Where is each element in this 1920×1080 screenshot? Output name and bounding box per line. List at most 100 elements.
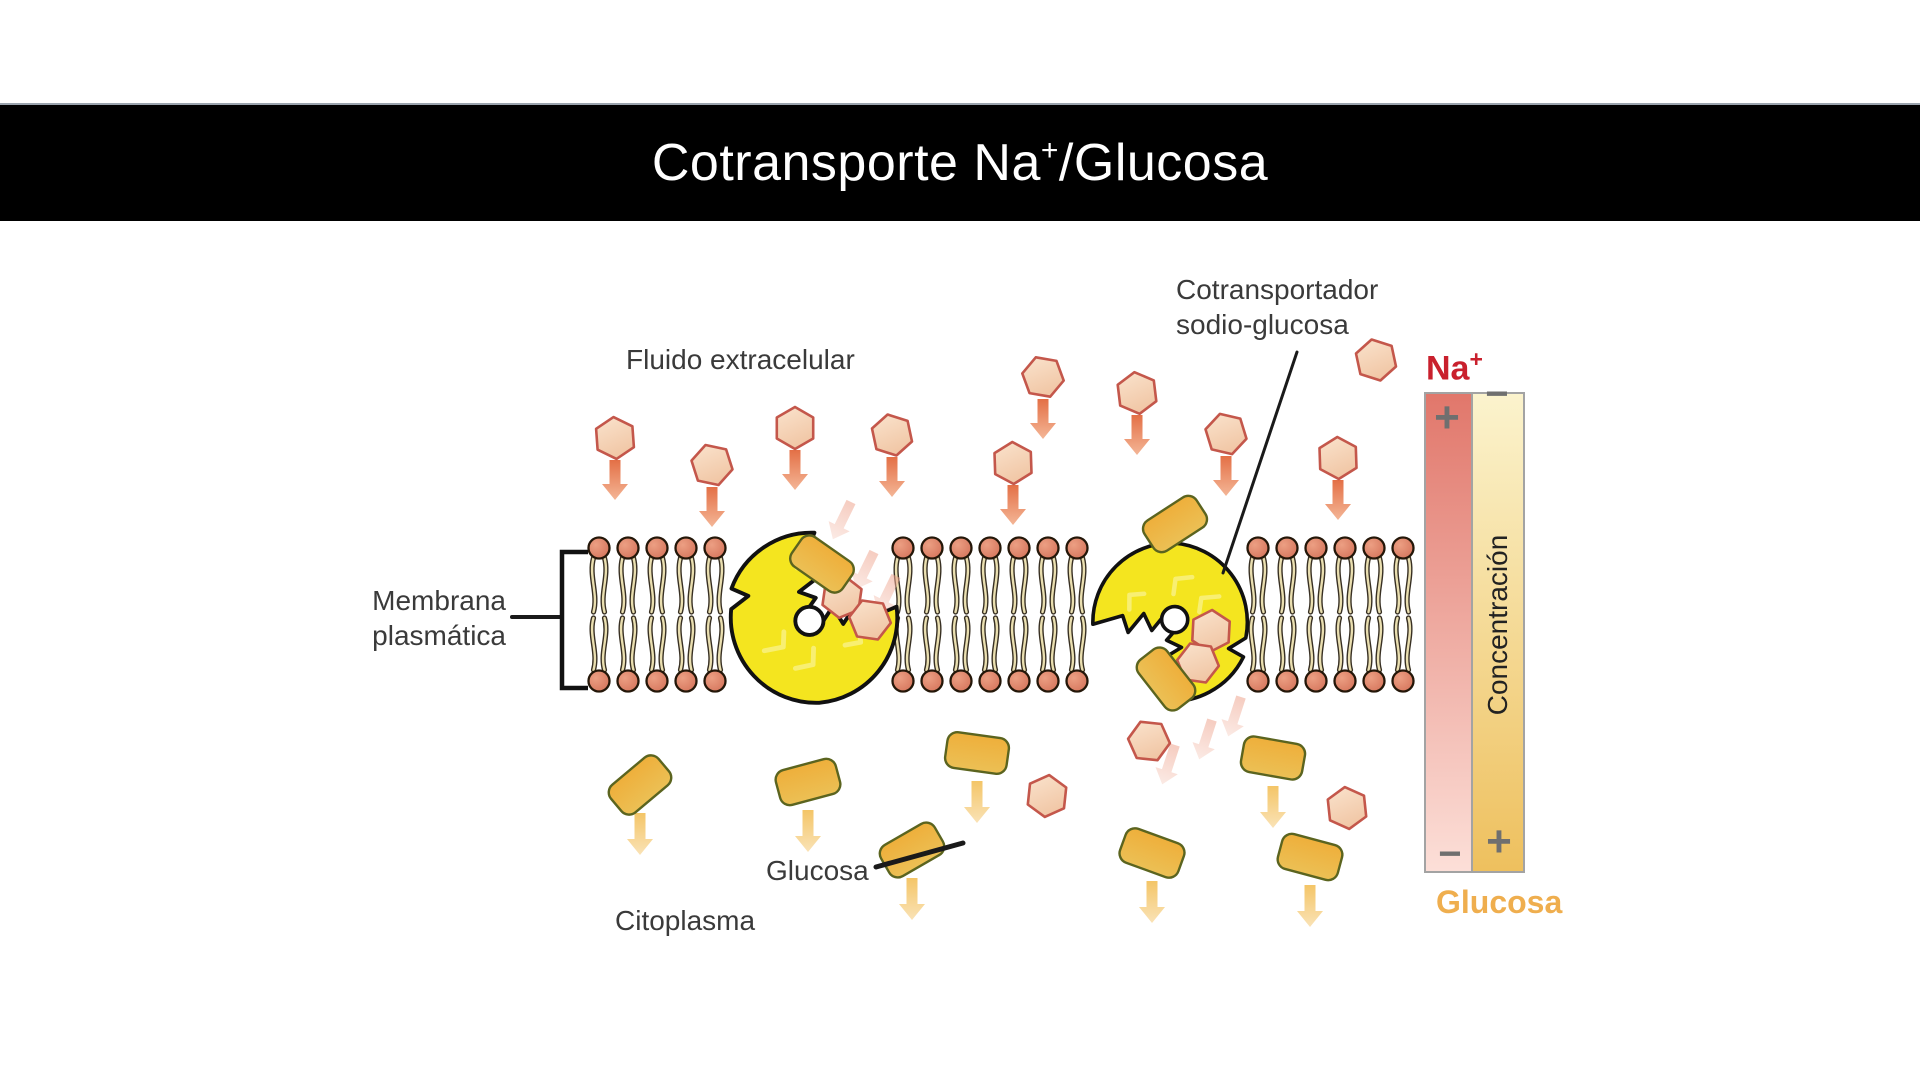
- faded-transit-arrow: [1221, 695, 1246, 737]
- label-na-ion: Na+: [1426, 346, 1483, 388]
- phospholipid-head: [891, 669, 915, 693]
- na-gradient-arrow: [602, 460, 628, 500]
- glucose-gradient-arrow: [1297, 885, 1323, 927]
- phospholipid-head: [920, 536, 944, 560]
- phospholipid-head: [978, 669, 1002, 693]
- na-gradient-arrow: [699, 487, 725, 527]
- phospholipid-head: [1304, 669, 1328, 693]
- glucose-concentration-bar: [1471, 392, 1525, 873]
- na-ion: [775, 405, 815, 451]
- page-title: Cotransporte Na+/Glucosa: [652, 133, 1268, 193]
- phospholipid-head: [1007, 536, 1031, 560]
- faded-transit-arrow: [828, 499, 856, 540]
- glucose-gradient-arrow: [1260, 786, 1286, 828]
- na-superscript: +: [1469, 346, 1483, 372]
- label-plasma-membrane-line2: plasmática: [372, 620, 506, 651]
- glucose-molecule: [1141, 494, 1209, 554]
- na-gradient-arrow: [1325, 480, 1351, 520]
- label-concentration: Concentración: [1482, 534, 1513, 716]
- phospholipid-head: [1391, 669, 1415, 693]
- phospholipid-head: [1246, 669, 1270, 693]
- na-ion: [1354, 338, 1398, 382]
- transporter-pore: [1159, 604, 1190, 635]
- na-ion: [1116, 370, 1158, 416]
- transporter-pore: [793, 604, 826, 637]
- faded-transit-arrow: [1155, 743, 1180, 785]
- phospholipid-head: [587, 536, 611, 560]
- faded-transit-arrow: [851, 549, 879, 590]
- membrane-bilayer: [587, 536, 1415, 693]
- na-bar-bottom-minus-sign: −: [1438, 832, 1462, 876]
- na-gradient-arrow: [1000, 485, 1026, 525]
- pointer-line: [873, 840, 966, 870]
- na-gradient-arrow: [1124, 415, 1150, 455]
- label-glucose: Glucosa: [766, 855, 869, 886]
- na-ion: [847, 599, 893, 641]
- na-gradient-arrow: [1213, 456, 1239, 496]
- phospholipid-head: [1333, 669, 1357, 693]
- phospholipid-head: [1391, 536, 1415, 560]
- sodium-glucose-cotransporter: [728, 530, 900, 705]
- na-text: Na: [1426, 349, 1470, 388]
- glucose-gradient-arrow: [964, 781, 990, 823]
- na-ion: [1026, 773, 1068, 819]
- title-suffix: /Glucosa: [1058, 134, 1269, 192]
- glucose-molecule: [943, 730, 1011, 776]
- phospholipid-head: [703, 669, 727, 693]
- phospholipid-head: [1036, 669, 1060, 693]
- glucose-gradient-arrow: [627, 813, 653, 855]
- phospholipid-head: [616, 669, 640, 693]
- phospholipid-head: [645, 669, 669, 693]
- label-cotransporter-line1: Cotransportador: [1176, 274, 1379, 305]
- label-cotransporter-line2: sodio-glucosa: [1176, 309, 1349, 340]
- na-ion: [1318, 435, 1358, 481]
- na-ion: [993, 440, 1033, 486]
- phospholipid-head: [1065, 536, 1089, 560]
- na-ion: [1020, 355, 1066, 399]
- title-bar: Cotransporte Na+/Glucosa: [0, 103, 1920, 221]
- title-prefix: Cotransporte Na: [651, 134, 1041, 192]
- phospholipid-head: [891, 536, 915, 560]
- na-gradient-arrow: [879, 457, 905, 497]
- glucose-molecule: [1239, 735, 1307, 781]
- glucose-bar-top-minus-sign: −: [1485, 372, 1509, 416]
- phospholipid-head: [1036, 536, 1060, 560]
- na-ion: [1204, 412, 1248, 456]
- na-concentration-bar: [1424, 392, 1473, 873]
- na-ion: [1126, 720, 1172, 762]
- phospholipid-head: [1007, 669, 1031, 693]
- label-cytoplasm: Citoplasma: [615, 905, 756, 936]
- label-glucose-gradient: Glucosa: [1436, 884, 1563, 920]
- membrane-bracket: [559, 549, 588, 691]
- phospholipid-head: [1362, 536, 1386, 560]
- phospholipid-head: [645, 536, 669, 560]
- na-ion: [690, 443, 734, 487]
- phospholipid-head: [587, 669, 611, 693]
- na-gradient-arrow: [1030, 399, 1056, 439]
- glucose-bar-bottom-plus-sign: +: [1486, 817, 1512, 866]
- pointer-line: [1221, 350, 1299, 575]
- na-ion: [870, 413, 914, 457]
- phospholipid-head: [674, 669, 698, 693]
- phospholipid-head: [616, 536, 640, 560]
- label-plasma-membrane: Membrana plasmática: [300, 583, 506, 653]
- phospholipid-head: [1362, 669, 1386, 693]
- label-extracellular-fluid: Fluido extracelular: [626, 344, 855, 375]
- phospholipid-head: [703, 536, 727, 560]
- label-cotransporter: Cotransportador sodio-glucosa: [1176, 272, 1378, 342]
- phospholipid-head: [1304, 536, 1328, 560]
- phospholipid-head: [949, 536, 973, 560]
- phospholipid-head: [920, 669, 944, 693]
- phospholipid-head: [1246, 536, 1270, 560]
- na-ion: [594, 415, 636, 461]
- glucose-gradient-arrow: [1139, 881, 1165, 923]
- phospholipid-head: [1275, 536, 1299, 560]
- glucose-molecule: [1276, 832, 1344, 882]
- phospholipid-head: [1333, 536, 1357, 560]
- phospholipid-head: [1065, 669, 1089, 693]
- glucose-gradient-arrow: [795, 810, 821, 852]
- na-ion: [1175, 642, 1221, 684]
- title-superscript: +: [1040, 133, 1059, 167]
- faded-transit-arrow: [1192, 718, 1217, 760]
